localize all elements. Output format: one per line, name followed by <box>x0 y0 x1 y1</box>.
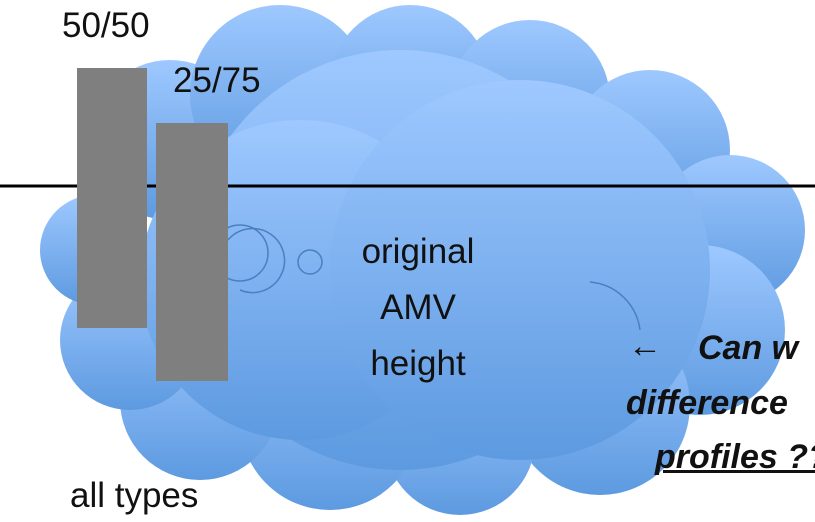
callout-line3: profiles ?? <box>655 438 815 476</box>
cloud-text-line1: original <box>361 232 475 271</box>
callout-line2: difference <box>626 384 788 422</box>
bottom-label: all types <box>70 476 199 515</box>
thought-bubble-small <box>297 249 323 275</box>
bar-50-50 <box>77 68 147 328</box>
left-arrow-icon: ← <box>628 327 662 365</box>
bar-label-50-50: 50/50 <box>62 6 150 45</box>
bar-25-75 <box>156 123 228 381</box>
cloud-text-line3: height <box>370 344 466 383</box>
cloud-text-line2: AMV <box>380 288 456 327</box>
callout-line1: Can w <box>698 329 799 367</box>
bar-label-25-75: 25/75 <box>173 61 261 100</box>
